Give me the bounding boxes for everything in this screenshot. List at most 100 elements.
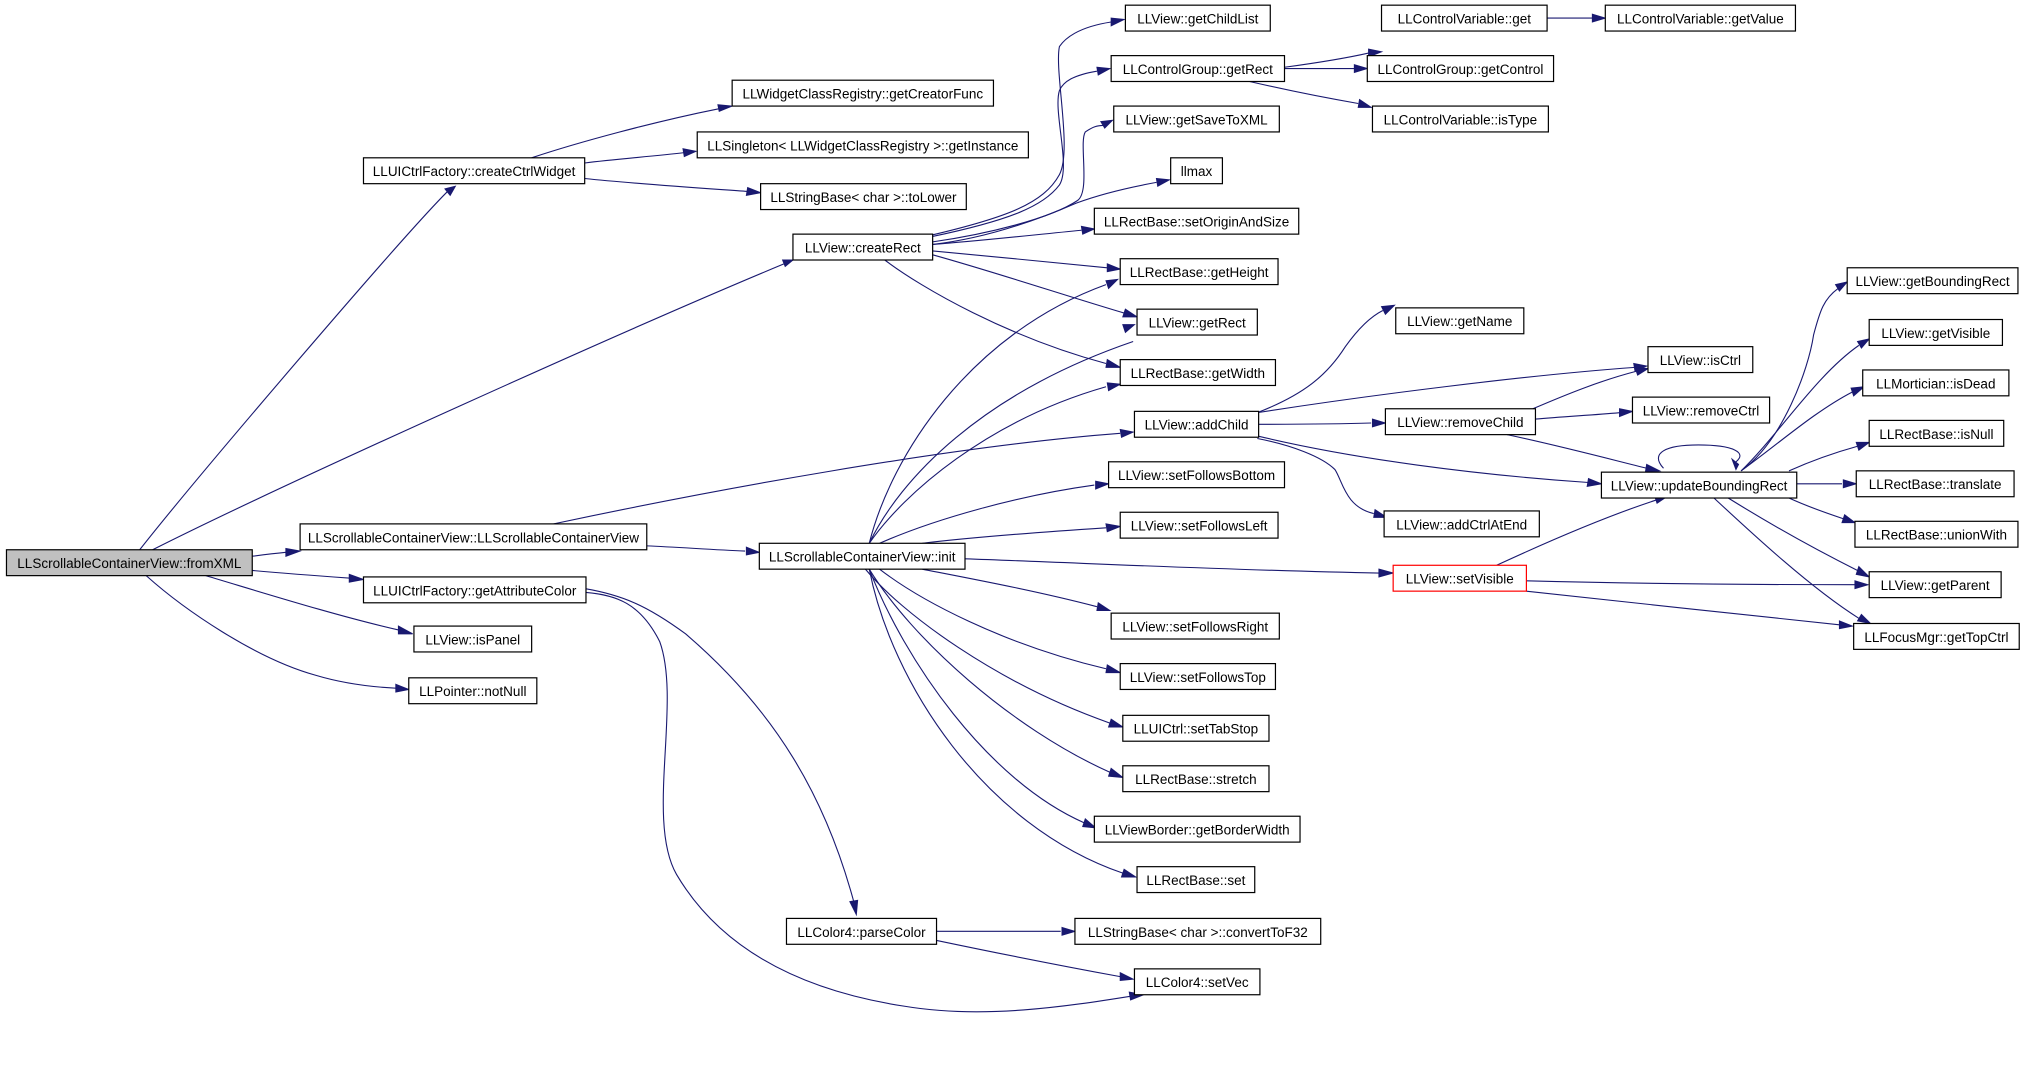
node-getBoundingRect[interactable]: LLView::getBoundingRect — [1846, 267, 2019, 295]
node-box[interactable] — [1119, 359, 1277, 387]
node-removeCtrl[interactable]: LLView::removeCtrl — [1631, 396, 1771, 424]
node-viewGetRect[interactable]: LLView::getRect — [1136, 308, 1258, 336]
node-setFollowsTop[interactable]: LLView::setFollowsTop — [1119, 662, 1277, 691]
node-getName[interactable]: LLView::getName — [1395, 307, 1525, 335]
node-box[interactable] — [731, 79, 995, 107]
node-getChildList[interactable]: LLView::getChildList — [1124, 4, 1271, 32]
node-box[interactable] — [1383, 510, 1540, 538]
node-fromXML[interactable]: LLScrollableContainerView::fromXML — [5, 549, 253, 577]
node-box[interactable] — [408, 677, 538, 705]
node-box[interactable] — [299, 523, 648, 551]
node-box[interactable] — [1093, 815, 1301, 843]
node-cgGetRect[interactable]: LLControlGroup::getRect — [1110, 55, 1286, 83]
node-notNull[interactable]: LLPointer::notNull — [408, 677, 538, 705]
node-box[interactable] — [792, 233, 934, 261]
node-getWidth[interactable]: LLRectBase::getWidth — [1119, 359, 1277, 387]
node-rectSet[interactable]: LLRectBase::set — [1136, 866, 1256, 894]
node-isPanel[interactable]: LLView::isPanel — [413, 625, 533, 653]
node-box[interactable] — [1110, 55, 1286, 83]
node-llmax[interactable]: llmax — [1170, 157, 1224, 185]
node-translate[interactable]: LLRectBase::translate — [1855, 470, 2015, 498]
node-box[interactable] — [1380, 4, 1548, 32]
node-stretch[interactable]: LLRectBase::stretch — [1122, 765, 1270, 793]
node-setVec[interactable]: LLColor4::setVec — [1133, 968, 1261, 996]
node-cgGetControl[interactable]: LLControlGroup::getControl — [1366, 55, 1555, 83]
node-addChild[interactable]: LLView::addChild — [1133, 410, 1260, 438]
node-isDead[interactable]: LLMortician::isDead — [1862, 369, 2010, 397]
node-cvGetValue[interactable]: LLControlVariable::getValue — [1604, 4, 1797, 32]
node-box[interactable] — [413, 625, 533, 653]
node-box[interactable] — [1366, 55, 1555, 83]
node-box[interactable] — [1133, 968, 1261, 996]
node-box[interactable] — [5, 549, 253, 577]
node-setFollowsBottom[interactable]: LLView::setFollowsBottom — [1107, 461, 1286, 489]
node-box[interactable] — [1136, 866, 1256, 894]
node-setTabStop[interactable]: LLUICtrl::setTabStop — [1122, 714, 1270, 742]
node-box[interactable] — [1647, 346, 1754, 374]
node-box[interactable] — [1846, 267, 2019, 295]
node-createRect[interactable]: LLView::createRect — [792, 233, 934, 261]
node-box[interactable] — [1868, 571, 2002, 599]
node-isNull[interactable]: LLRectBase::isNull — [1868, 419, 2005, 447]
node-box[interactable] — [362, 576, 587, 604]
node-ctor[interactable]: LLScrollableContainerView::LLScrollableC… — [299, 523, 648, 551]
node-getVisible[interactable]: LLView::getVisible — [1868, 318, 2004, 346]
node-getSaveToXML[interactable]: LLView::getSaveToXML — [1113, 105, 1280, 133]
node-addCtrlAtEnd[interactable]: LLView::addCtrlAtEnd — [1383, 510, 1540, 538]
node-getAttributeColor[interactable]: LLUICtrlFactory::getAttributeColor — [362, 576, 587, 604]
node-unionWith[interactable]: LLRectBase::unionWith — [1854, 520, 2019, 548]
node-box[interactable] — [1862, 369, 2010, 397]
node-box[interactable] — [1384, 408, 1537, 436]
node-removeChild[interactable]: LLView::removeChild — [1384, 408, 1537, 436]
node-box[interactable] — [1868, 318, 2004, 346]
node-getTopCtrl[interactable]: LLFocusMgr::getTopCtrl — [1853, 622, 2020, 650]
node-box[interactable] — [1136, 308, 1258, 336]
node-box[interactable] — [1600, 471, 1798, 499]
node-toLower[interactable]: LLStringBase< char >::toLower — [760, 183, 967, 211]
node-setOriginAndSize[interactable]: LLRectBase::setOriginAndSize — [1093, 207, 1300, 235]
node-getInstance[interactable]: LLSingleton< LLWidgetClassRegistry >::ge… — [696, 131, 1029, 159]
node-getBorderWidth[interactable]: LLViewBorder::getBorderWidth — [1093, 815, 1301, 843]
node-box[interactable] — [785, 917, 938, 945]
node-box[interactable] — [1371, 105, 1549, 133]
node-box[interactable] — [1853, 622, 2020, 650]
node-box[interactable] — [1868, 419, 2005, 447]
node-box[interactable] — [760, 183, 967, 211]
node-getParent[interactable]: LLView::getParent — [1868, 571, 2002, 599]
node-getHeight[interactable]: LLRectBase::getHeight — [1119, 258, 1279, 286]
node-setFollowsRight[interactable]: LLView::setFollowsRight — [1110, 612, 1280, 640]
node-box[interactable] — [1395, 307, 1525, 335]
node-box[interactable] — [1133, 410, 1260, 438]
node-box[interactable] — [1110, 612, 1280, 640]
node-parseColor[interactable]: LLColor4::parseColor — [785, 917, 938, 945]
node-box[interactable] — [1855, 470, 2015, 498]
node-box[interactable] — [362, 157, 586, 185]
node-box[interactable] — [1119, 511, 1279, 539]
node-box[interactable] — [1122, 714, 1270, 742]
node-box[interactable] — [1631, 396, 1771, 424]
node-box[interactable] — [1119, 662, 1277, 691]
node-getCreatorFunc[interactable]: LLWidgetClassRegistry::getCreatorFunc — [731, 79, 995, 107]
node-box[interactable] — [1107, 461, 1286, 489]
node-init[interactable]: LLScrollableContainerView::init — [758, 542, 966, 570]
node-convertToF32[interactable]: LLStringBase< char >::convertToF32 — [1074, 917, 1322, 945]
node-box[interactable] — [1170, 157, 1224, 185]
node-cvIsType[interactable]: LLControlVariable::isType — [1371, 105, 1549, 133]
node-box[interactable] — [696, 131, 1029, 159]
node-updateBoundingRect[interactable]: LLView::updateBoundingRect — [1600, 471, 1798, 499]
node-box[interactable] — [1854, 520, 2019, 548]
node-box[interactable] — [758, 542, 966, 570]
node-createCtrlWidget[interactable]: LLUICtrlFactory::createCtrlWidget — [362, 157, 586, 185]
node-box[interactable] — [1113, 105, 1280, 133]
node-box[interactable] — [1604, 4, 1797, 32]
node-setVisible[interactable]: LLView::setVisible — [1392, 564, 1528, 592]
node-cvGet[interactable]: LLControlVariable::get — [1380, 4, 1548, 32]
node-isCtrl[interactable]: LLView::isCtrl — [1647, 346, 1754, 374]
node-box[interactable] — [1119, 258, 1279, 286]
node-box[interactable] — [1124, 4, 1271, 32]
node-box[interactable] — [1093, 207, 1300, 235]
node-box[interactable] — [1392, 564, 1528, 592]
node-setFollowsLeft[interactable]: LLView::setFollowsLeft — [1119, 511, 1279, 539]
node-box[interactable] — [1074, 917, 1322, 945]
node-box[interactable] — [1122, 765, 1270, 793]
